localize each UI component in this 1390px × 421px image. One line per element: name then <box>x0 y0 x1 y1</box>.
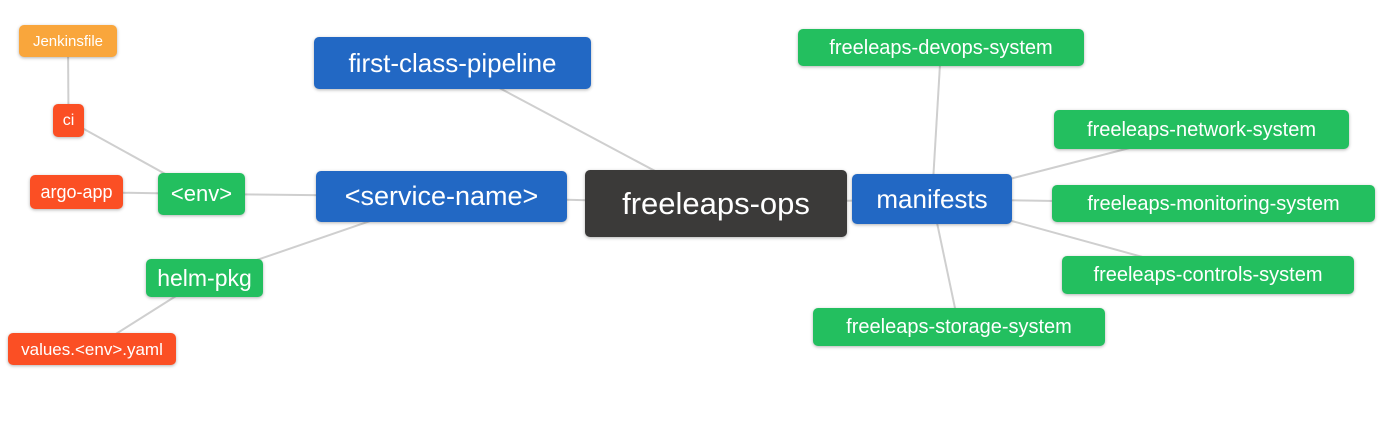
node-label: <service-name> <box>344 181 539 211</box>
node-helm-pkg[interactable]: helm-pkg <box>146 259 263 297</box>
node-label: freeleaps-devops-system <box>829 36 1053 59</box>
node-label: values.<env>.yaml <box>21 339 163 359</box>
node-first-class-pipeline[interactable]: first-class-pipeline <box>314 37 591 89</box>
node-freeleaps-storage-system[interactable]: freeleaps-storage-system <box>813 308 1105 346</box>
node-manifests[interactable]: manifests <box>852 174 1012 224</box>
node-label: freeleaps-network-system <box>1087 118 1316 141</box>
node-label: Jenkinsfile <box>32 32 104 50</box>
node-label: manifests <box>876 184 988 214</box>
node-label: freeleaps-ops <box>622 186 810 221</box>
node-label: argo-app <box>40 182 113 202</box>
node-freeleaps-ops[interactable]: freeleaps-ops <box>585 170 847 237</box>
node-label: ci <box>62 111 75 129</box>
node-freeleaps-monitoring-system[interactable]: freeleaps-monitoring-system <box>1052 185 1375 222</box>
node-values-env-yaml[interactable]: values.<env>.yaml <box>8 333 176 365</box>
node-freeleaps-controls-system[interactable]: freeleaps-controls-system <box>1062 256 1354 294</box>
node-label: freeleaps-storage-system <box>846 316 1072 338</box>
node-service-name[interactable]: <service-name> <box>316 171 567 222</box>
node-argo-app[interactable]: argo-app <box>30 175 123 209</box>
edge-manifests-freeleaps-devops-system <box>931 47 942 200</box>
node-env[interactable]: <env> <box>158 173 245 215</box>
node-freeleaps-network-system[interactable]: freeleaps-network-system <box>1054 110 1349 149</box>
node-label: freeleaps-controls-system <box>1093 264 1323 286</box>
node-jenkinsfile[interactable]: Jenkinsfile <box>19 25 117 57</box>
node-label: <env> <box>170 181 233 206</box>
node-label: first-class-pipeline <box>348 48 557 78</box>
node-label: helm-pkg <box>157 264 252 291</box>
node-label: freeleaps-monitoring-system <box>1087 192 1340 215</box>
node-freeleaps-devops-system[interactable]: freeleaps-devops-system <box>798 29 1084 66</box>
node-ci[interactable]: ci <box>53 104 84 137</box>
